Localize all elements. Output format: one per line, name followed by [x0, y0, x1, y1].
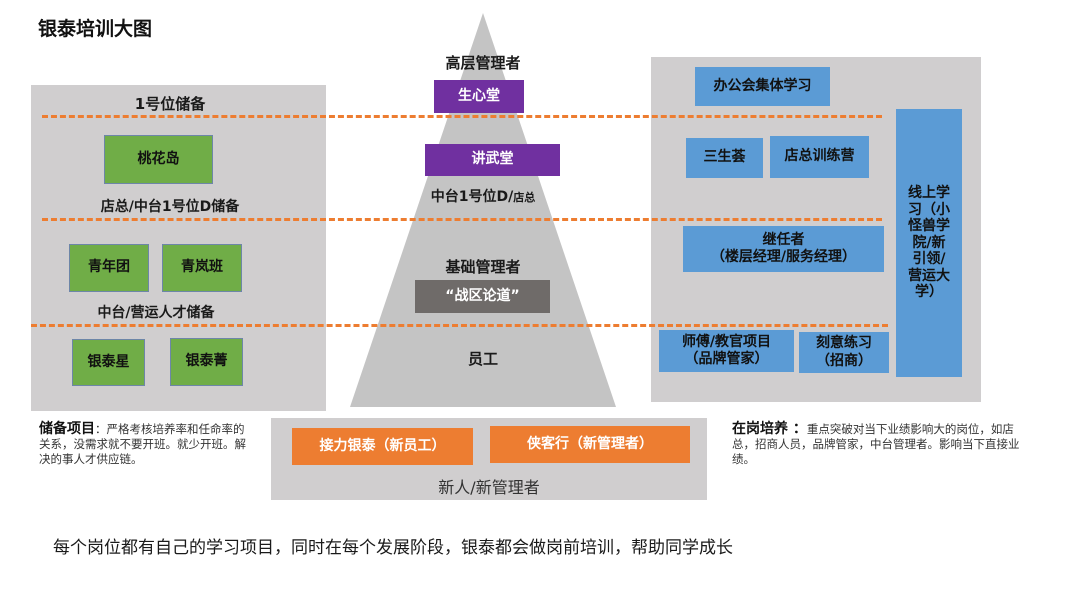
practice-subtitle: （招商）	[816, 352, 872, 369]
program-online-learning[interactable]: 线上学 习（小 怪兽学 院/新 引领/ 营运大 学）	[896, 109, 962, 377]
reserve-caption-1: 店总/中台1号位D储备	[100, 199, 240, 215]
tier-divider-2	[42, 218, 882, 221]
reserve-caption-2: 中台/营运人才储备	[97, 305, 215, 321]
online-line-1: 线上学	[908, 185, 950, 202]
online-line-4: 院/新	[912, 234, 946, 251]
program-qinglanban[interactable]: 青岚班	[162, 244, 242, 292]
level-middle-office-label: 中台1号位D/	[430, 189, 514, 205]
program-store-manager-camp[interactable]: 店总训练营	[770, 136, 869, 178]
online-line-7: 学）	[915, 284, 943, 301]
newcomer-caption: 新人/新管理者	[438, 478, 540, 497]
online-line-2: 习（小	[908, 201, 950, 218]
reserve-note-heading: 储备项目	[39, 421, 95, 437]
program-zhanqu-lundao[interactable]: “战区论道”	[415, 280, 550, 313]
successor-subtitle: （楼层经理/服务经理）	[710, 249, 857, 265]
online-line-5: 引领/	[912, 251, 946, 268]
tier-divider-3	[31, 324, 888, 327]
mentor-title: 师傅/教官项目	[681, 333, 772, 350]
page-title: 银泰培训大图	[38, 18, 153, 40]
program-taohuadao[interactable]: 桃花岛	[104, 135, 213, 184]
online-line-3: 怪兽学	[908, 218, 950, 235]
on-job-note: 在岗培养 ：重点突破对当下业绩影响大的岗位，如店总，招商人员，品牌管家，中台管理…	[732, 422, 1032, 467]
on-job-note-heading: 在岗培养 ：	[732, 421, 807, 437]
program-successor[interactable]: 继任者 （楼层经理/服务经理）	[683, 226, 884, 272]
reserve-header: 1号位储备	[134, 95, 206, 113]
footer-summary: 每个岗位都有自己的学习项目，同时在每个发展阶段，银泰都会做岗前培训，帮助同学成长	[53, 538, 733, 558]
online-line-6: 营运大	[908, 267, 950, 284]
reserve-note-text: ：严格考核培养率和任命率的关系，没需求就不要开班。就少开班。解决的事人才供应链。	[39, 422, 246, 466]
level-employees: 员工	[467, 350, 498, 368]
program-sanshenghui[interactable]: 三生荟	[686, 138, 763, 178]
level-middle-office-head: 中台1号位D/店总	[413, 186, 553, 206]
program-xiakexing[interactable]: 侠客行（新管理者）	[490, 426, 690, 463]
program-qingniantuan[interactable]: 青年团	[69, 244, 149, 292]
mentor-subtitle: （品牌管家）	[684, 351, 769, 367]
program-office-meeting-learning[interactable]: 办公会集体学习	[695, 67, 830, 106]
program-yintaixing[interactable]: 银泰星	[72, 339, 145, 386]
level-senior-managers: 高层管理者	[445, 54, 521, 72]
program-yintaijing[interactable]: 银泰菁	[170, 338, 243, 386]
practice-title: 刻意练习	[816, 335, 872, 351]
program-shengxintang[interactable]: 生心堂	[434, 80, 524, 113]
program-mentor[interactable]: 师傅/教官项目 （品牌管家）	[659, 330, 794, 372]
successor-title: 继任者	[762, 231, 805, 248]
program-jiangwutang[interactable]: 讲武堂	[425, 144, 560, 176]
program-relay-yintai[interactable]: 接力银泰（新员工）	[292, 428, 473, 465]
on-job-note-text: 重点突破对当下业绩影响大的岗位，如店总，招商人员，品牌管家，中台管理者。影响当下…	[732, 422, 1020, 466]
reserve-note: 储备项目：严格考核培养率和任命率的关系，没需求就不要开班。就少开班。解决的事人才…	[39, 422, 249, 467]
program-deliberate-practice[interactable]: 刻意练习 （招商）	[799, 332, 889, 373]
level-middle-office-small: 店总	[513, 191, 536, 204]
level-basic-managers: 基础管理者	[445, 258, 521, 276]
tier-divider-1	[42, 115, 882, 118]
